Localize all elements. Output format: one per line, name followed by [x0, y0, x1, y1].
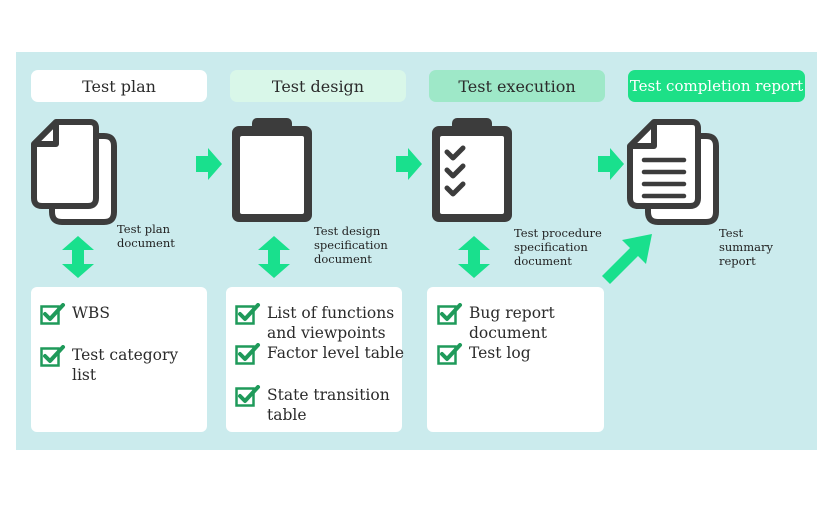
checkbox-checked-icon: [437, 343, 462, 365]
item-line: document: [469, 324, 547, 342]
checkbox-checked-icon: [40, 303, 65, 325]
document-caption: Test procedure specification document: [514, 226, 602, 268]
right-arrow-icon: [598, 148, 624, 180]
stage-label: Test plan: [82, 76, 156, 96]
item-line: table: [267, 406, 307, 424]
checklist-item: Bug report document: [437, 303, 555, 343]
checkbox-checked-icon: [437, 303, 462, 325]
checkbox-checked-icon: [40, 345, 65, 367]
stacked-document-icon: [31, 119, 117, 225]
document-caption: Test design specification document: [314, 224, 388, 266]
stage-label: Test design: [271, 76, 365, 96]
checklist-item: Test log: [437, 343, 531, 365]
caption-line: Test: [719, 226, 744, 240]
caption-line: document: [514, 254, 572, 268]
stage-label: Test completion report: [629, 77, 804, 95]
clipboard-icon: [232, 118, 312, 222]
stage-test-plan: Test plan: [31, 70, 207, 102]
caption-line: document: [314, 252, 372, 266]
caption-line: summary: [719, 240, 773, 254]
checklist-item: Test category list: [40, 345, 178, 385]
report-document-icon: [627, 119, 719, 225]
document-caption: Test summary report: [719, 226, 773, 268]
caption-line: Test design: [314, 224, 381, 238]
item-line: Test log: [469, 344, 531, 362]
caption-line: Test procedure: [514, 226, 602, 240]
item-line: State transition: [267, 386, 390, 404]
deliverables-card-test-plan: [31, 287, 207, 432]
item-line: Test category: [72, 346, 179, 364]
item-line: List of functions: [267, 304, 395, 322]
caption-line: specification: [314, 238, 388, 252]
checklist-item: List of functions and viewpoints: [235, 303, 394, 343]
item-line: Factor level table: [267, 344, 404, 362]
right-arrow-icon: [196, 148, 222, 180]
vertical-double-arrow-icon: [62, 236, 94, 278]
checklist-item: State transition table: [235, 385, 390, 425]
right-arrow-icon: [396, 148, 422, 180]
caption-line: document: [117, 236, 175, 250]
checklist-item: WBS: [40, 303, 110, 325]
item-line: Bug report: [469, 304, 555, 322]
checkbox-checked-icon: [235, 303, 260, 325]
checklist-clipboard-icon: [432, 118, 512, 222]
diagonal-arrow-icon: [602, 234, 652, 284]
stage-test-execution: Test execution: [429, 70, 605, 102]
vertical-double-arrow-icon: [258, 236, 290, 278]
item-line: WBS: [72, 304, 110, 322]
document-caption: Test plan document: [117, 222, 175, 250]
caption-line: Test plan: [117, 222, 171, 236]
checklist-item: Factor level table: [235, 343, 404, 365]
vertical-double-arrow-icon: [458, 236, 490, 278]
stage-test-completion-report: Test completion report: [628, 70, 805, 102]
item-line: list: [72, 366, 97, 384]
checkbox-checked-icon: [235, 385, 260, 407]
deliverables-card-test-design: [226, 287, 402, 432]
caption-line: specification: [514, 240, 588, 254]
stage-label: Test execution: [458, 76, 576, 96]
stage-test-design: Test design: [230, 70, 406, 102]
caption-line: report: [719, 254, 756, 268]
item-line: and viewpoints: [267, 324, 386, 342]
checkbox-checked-icon: [235, 343, 260, 365]
